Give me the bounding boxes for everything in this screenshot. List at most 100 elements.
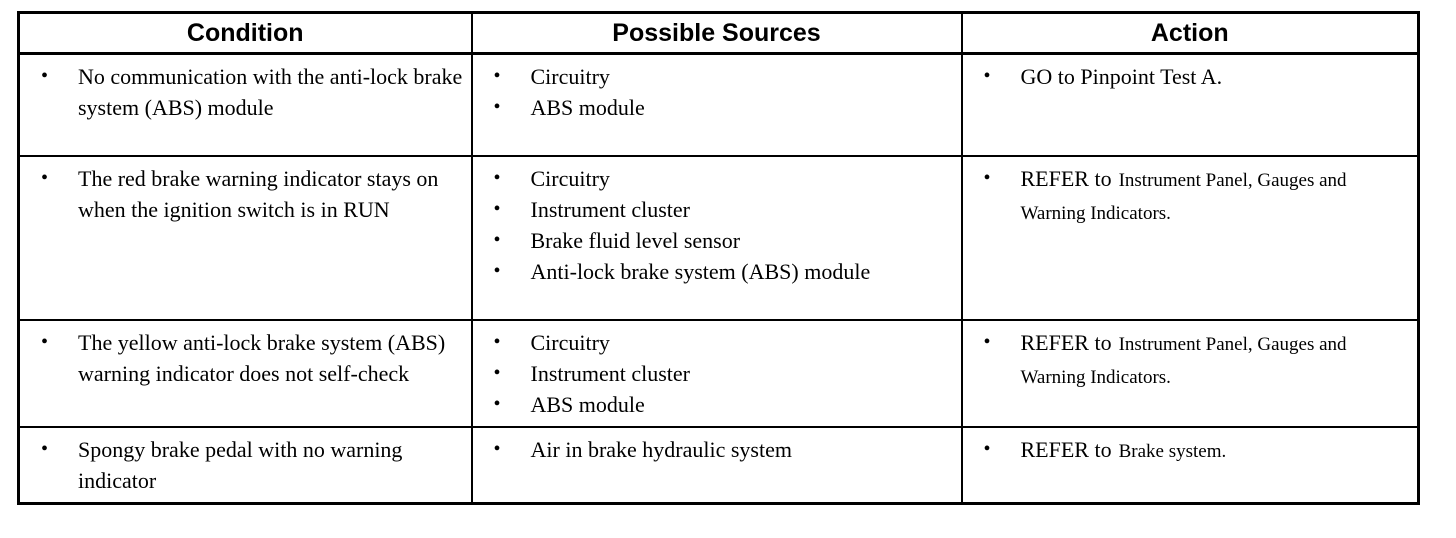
bullet-icon: • <box>493 65 501 87</box>
bullet-item: •Instrument cluster <box>473 194 953 225</box>
bullet-text: Brake fluid level sensor <box>531 225 741 256</box>
bullet-icon: • <box>493 361 501 384</box>
action-cell: • REFER to Brake system. <box>960 425 1420 504</box>
bullet-text: Spongy brake pedal with no warning indic… <box>78 434 463 496</box>
bullet-text: The yellow anti-lock brake system (ABS) … <box>78 327 463 389</box>
bullet-icon: • <box>493 228 501 251</box>
source-text: ABS module <box>530 95 645 120</box>
bullet-icon: • <box>493 330 501 353</box>
bullet-icon: • <box>983 65 991 87</box>
bullet-icon: • <box>493 259 501 282</box>
bullet-item: • Air in brake hydraulic system <box>473 434 953 465</box>
bullet-icon: • <box>493 392 501 415</box>
bullet-list: • GO to Pinpoint Test A. <box>963 61 1410 92</box>
condition-text: No communication with the anti-lock brak… <box>78 64 463 120</box>
action-verb: REFER to <box>1020 329 1112 355</box>
bullet-icon: • <box>493 437 501 460</box>
action-reference: Instrument Panel, Gauges and Warning Ind… <box>1020 333 1347 388</box>
table-row: • No communication with the anti-lock bra… <box>17 52 1420 157</box>
condition-cell: • Spongy brake pedal with no warning indi… <box>17 425 473 504</box>
bullet-item: • The red brake warning indicator stays o… <box>20 163 463 225</box>
bullet-item: • Anti-lock brake system (ABS) module <box>473 256 953 287</box>
bullet-list: •Circuitry•Instrument cluster•Brake flui… <box>473 163 953 287</box>
table-row: • The yellow anti-lock brake system (ABS)… <box>17 318 1420 428</box>
bullet-list: • The yellow anti-lock brake system (ABS)… <box>20 327 463 389</box>
bullet-item: • No communication with the anti-lock bra… <box>20 61 463 123</box>
bullet-list: • Circuitry • ABS module <box>473 61 953 123</box>
bullet-text: Anti-lock brake system (ABS) module <box>531 256 871 287</box>
bullet-icon: • <box>983 330 991 353</box>
bullet-text: Air in brake hydraulic system <box>531 434 793 465</box>
action-verb: REFER to <box>1020 436 1112 462</box>
bullet-icon: • <box>41 437 49 460</box>
condition-cell: • The yellow anti-lock brake system (ABS)… <box>17 318 473 428</box>
table-row: • The red brake warning indicator stays o… <box>17 154 1420 321</box>
condition-text: The red brake warning indicator stays on… <box>78 165 439 222</box>
condition-text: Spongy brake pedal with no warning indic… <box>78 436 403 493</box>
source-text: Anti-lock brake system (ABS) module <box>530 258 871 284</box>
possible-sources-cell: • Circuitry • ABS module <box>470 52 963 157</box>
bullet-item: • Instrument cluster <box>473 358 953 389</box>
source-text: Brake fluid level sensor <box>530 227 741 253</box>
bullet-item: • Brake fluid level sensor <box>473 225 953 256</box>
possible-sources-cell: • Circuitry • Instrument cluster • ABS module <box>470 318 963 428</box>
possible-sources-cell: •Circuitry•Instrument cluster•Brake flui… <box>470 154 963 321</box>
bullet-item: • ABS module <box>473 389 953 420</box>
bullet-text: Instrument cluster <box>531 358 690 389</box>
bullet-text: Circuitry <box>531 327 610 358</box>
source-text: Instrument cluster <box>530 360 690 386</box>
bullet-icon: • <box>41 166 49 189</box>
source-text: ABS module <box>530 391 645 417</box>
bullet-icon: • <box>983 437 991 460</box>
bullet-list: • Spongy brake pedal with no warning indi… <box>20 434 463 496</box>
bullet-icon: • <box>41 65 49 87</box>
bullet-list: • Air in brake hydraulic system <box>473 434 953 465</box>
bullet-text: ABS module <box>531 92 645 123</box>
bullet-text: Circuitry <box>531 61 610 92</box>
header-condition: Condition <box>17 11 473 55</box>
header-action: Action <box>960 11 1420 55</box>
bullet-item: • Spongy brake pedal with no warning indi… <box>20 434 463 496</box>
header-row: Condition Possible Sources Action <box>17 11 1420 55</box>
bullet-item: • Circuitry <box>473 61 953 92</box>
condition-text: The yellow anti-lock brake system (ABS) … <box>78 329 446 386</box>
bullet-text: Circuitry <box>531 163 610 194</box>
bullet-list: • The red brake warning indicator stays o… <box>20 163 463 225</box>
bullet-item: • ABS module <box>473 92 953 123</box>
bullet-item: • REFER to Brake system. <box>963 434 1410 467</box>
possible-sources-cell: • Air in brake hydraulic system <box>470 425 963 504</box>
source-text: Instrument cluster <box>530 196 690 222</box>
bullet-icon: • <box>983 166 991 189</box>
bullet-list: • No communication with the anti-lock bra… <box>20 61 463 123</box>
condition-cell: • No communication with the anti-lock bra… <box>17 52 473 157</box>
bullet-item: • Circuitry <box>473 327 953 358</box>
bullet-item: • GO to Pinpoint Test A. <box>963 61 1410 92</box>
diagnostic-table: Condition Possible Sources Action • No co… <box>17 11 1420 505</box>
action-reference: Brake system. <box>1118 440 1227 462</box>
source-text: Circuitry <box>530 165 610 191</box>
source-text: Circuitry <box>530 64 610 89</box>
bullet-text: GO to Pinpoint Test A. <box>1021 61 1223 92</box>
source-text: Circuitry <box>530 329 610 355</box>
bullet-item: • Circuitry <box>473 163 953 194</box>
bullet-text: No communication with the anti-lock brak… <box>78 61 463 123</box>
bullet-icon: • <box>493 96 501 118</box>
action-verb: GO to Pinpoint Test A. <box>1020 64 1223 89</box>
bullet-icon: • <box>41 330 49 353</box>
bullet-list: • Circuitry • Instrument cluster • ABS module <box>473 327 953 420</box>
action-reference: Instrument Panel, Gauges and Warning Ind… <box>1020 169 1347 224</box>
source-text: Air in brake hydraulic system <box>530 436 793 462</box>
bullet-item: • The yellow anti-lock brake system (ABS)… <box>20 327 463 389</box>
bullet-list: • REFER to Brake system. <box>963 434 1410 467</box>
bullet-icon: • <box>493 166 501 189</box>
action-cell: • GO to Pinpoint Test A. <box>960 52 1420 157</box>
condition-cell: • The red brake warning indicator stays o… <box>17 154 473 321</box>
